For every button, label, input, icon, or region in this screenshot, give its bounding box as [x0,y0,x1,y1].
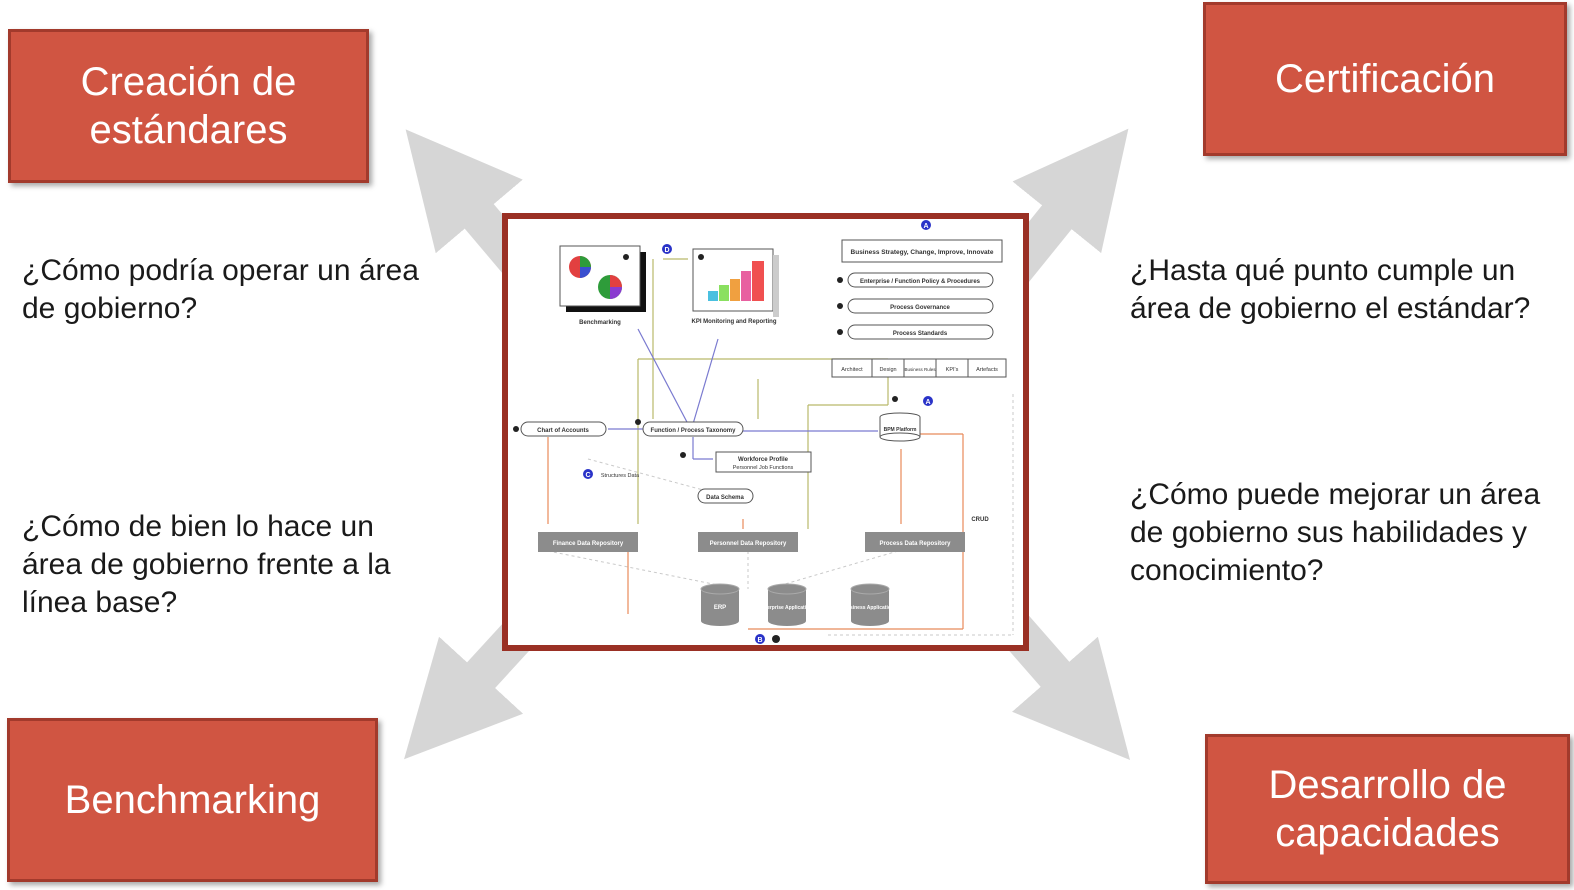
svg-text:D: D [664,247,669,254]
label-erp: ERP [714,605,726,611]
label-artefacts: Artefacts [976,367,998,373]
label-policy: Enterprise / Function Policy & Procedure… [860,279,981,285]
label-governance: Process Governance [890,305,950,311]
svg-text:A: A [923,223,928,230]
label-personnel-repo: Personnel Data Repository [710,541,787,547]
label-standards: Process Standards [893,331,948,337]
box-desarrollo-capacidades: Desarrollo de capacidades [1205,734,1570,884]
label-architect: Architect [841,367,863,373]
svg-text:C: C [585,472,590,479]
label-business-rules: Business Rules [904,367,936,372]
label-personnel-job: Personnel Job Functions [733,465,794,471]
label-kpi-monitoring: KPI Monitoring and Reporting [692,319,777,325]
label-finance-repo: Finance Data Repository [553,541,624,547]
box-benchmarking-label: Benchmarking [64,778,321,822]
label-benchmarking: Benchmarking [579,320,621,326]
label-business-apps: Business Applications [843,605,897,611]
label-chart-of-accounts: Chart of Accounts [537,428,589,434]
question-cumple-estandar: ¿Hasta qué punto cumple un área de gobie… [1130,254,1531,325]
box-certificacion-label: Certificación [1274,57,1496,101]
svg-text:A: A [925,399,930,406]
central-diagram-frame: A Business Strategy, Change, Improve, In… [502,213,1029,651]
question-operar: ¿Cómo podría operar un área de gobierno? [22,254,419,325]
label-enterprise-apps: Enterprise Applications [759,605,815,611]
label-taxonomy: Function / Process Taxonomy [651,428,737,434]
label-process-repo: Process Data Repository [879,541,951,547]
label-data-schema: Data Schema [706,495,744,501]
label-crud: CRUD [971,517,989,523]
box-certificacion: Certificación [1203,2,1567,156]
label-structures-data: Structures Data [601,473,640,479]
question-mejorar-habilidades: ¿Cómo puede mejorar un área de gobierno … [1130,478,1541,587]
box-benchmarking: Benchmarking [7,718,378,882]
svg-text:B: B [757,637,762,644]
question-linea-base: ¿Cómo de bien lo hace un área de gobiern… [22,510,391,619]
box-creacion-estandares: Creación de estándares [8,29,369,183]
label-bpm-platform: BPM Platform [884,427,917,433]
box-desarrollo-capacidades-label: Desarrollo de capacidades [1268,763,1507,855]
label-workforce-profile: Workforce Profile [738,457,789,463]
label-design: Design [879,367,896,373]
central-diagram: A Business Strategy, Change, Improve, In… [513,220,1014,644]
label-kpis: KPI's [946,367,959,373]
box-creacion-estandares-label: Creación de estándares [80,60,297,152]
label-strategy: Business Strategy, Change, Improve, Inno… [851,249,994,256]
